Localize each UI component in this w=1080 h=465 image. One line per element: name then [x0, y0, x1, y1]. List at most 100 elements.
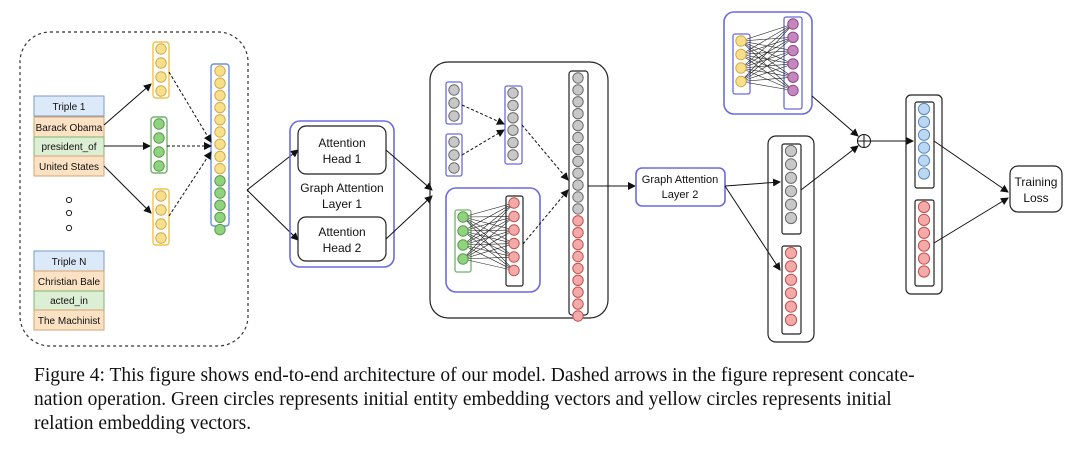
- head-embedding-frame: [152, 41, 170, 99]
- triple-1-head: Barack Obama: [36, 123, 103, 134]
- relation-mesh: [740, 23, 794, 91]
- mesh-line: [462, 202, 515, 232]
- embedding-circle: [784, 313, 798, 327]
- embedding-circle: [784, 185, 798, 198]
- embedding-circle: [572, 191, 584, 203]
- embedding-circle: [448, 84, 460, 96]
- mesh-line: [740, 76, 794, 82]
- triple-n-relation: acted_in: [50, 296, 88, 307]
- embedding-circle: [787, 71, 799, 83]
- embedding-circle: [572, 96, 584, 108]
- concat-arrow: [168, 71, 212, 143]
- embedding-circle: [153, 146, 165, 158]
- embedding-circle: [508, 224, 520, 236]
- embedding-circle: [572, 310, 584, 322]
- embedding-circle: [214, 89, 226, 102]
- embedding-circle: [508, 237, 520, 250]
- triple-1-header: Triple 1: [53, 102, 86, 113]
- embedding-circle: [214, 211, 226, 224]
- embedding-circle: [787, 84, 799, 97]
- figure-caption: Figure 4: This figure shows end-to-end a…: [34, 364, 1054, 436]
- embedding-circle: [448, 136, 460, 148]
- embedding-circle: [508, 251, 520, 263]
- attention-network-frame: [445, 187, 541, 293]
- mesh-line: [740, 23, 794, 55]
- embedding-circle: [735, 75, 747, 88]
- embedding-circle: [735, 35, 747, 47]
- attention-head-2-line2: Head 2: [323, 241, 362, 255]
- embedding-circle: [155, 218, 167, 230]
- embedding-circle: [784, 287, 798, 300]
- mesh-line: [740, 23, 794, 42]
- triple-n-tail-cell: [33, 309, 105, 331]
- embedding-circle: [507, 87, 519, 99]
- entity-vector-frame: [454, 209, 472, 273]
- gat-layer-1-title-line2: Layer 1: [322, 197, 362, 211]
- triple-1-tail: United States: [39, 162, 99, 173]
- embedding-circle: [572, 203, 584, 215]
- embedding-circle: [448, 97, 460, 109]
- layer-2-output-frame: [767, 135, 815, 343]
- embedding-circle: [448, 110, 460, 122]
- relation-input-frame: [732, 33, 751, 95]
- embedding-circle: [155, 71, 167, 83]
- embedding-circle: [917, 200, 931, 214]
- attention-mesh: [462, 202, 515, 271]
- embedding-circle: [784, 273, 798, 286]
- embedding-circle: [784, 246, 798, 260]
- embedding-circle: [214, 175, 226, 187]
- embedding-circle: [917, 239, 931, 252]
- mesh-line: [740, 23, 794, 69]
- embedding-circle: [153, 160, 165, 172]
- embedding-circle: [572, 215, 584, 227]
- embedding-circle: [507, 99, 519, 112]
- mesh-line: [462, 258, 515, 271]
- triple-n-table: Triple N Christian Bale acted_in The Mac…: [33, 250, 105, 331]
- embedding-circle: [214, 187, 226, 199]
- concat-arrow: [168, 151, 212, 217]
- embedding-circle: [572, 238, 584, 251]
- embedding-circle: [214, 126, 226, 138]
- embedding-circle: [917, 226, 931, 239]
- arrow: [811, 95, 859, 137]
- arrow: [933, 140, 1009, 193]
- embedding-circle: [787, 18, 799, 30]
- training-loss-line1: Training: [1015, 175, 1058, 189]
- embedding-circle: [917, 167, 931, 180]
- embedding-circle: [155, 85, 167, 97]
- mesh-line: [462, 202, 515, 218]
- concat-arrow: [461, 129, 505, 156]
- embedding-circle: [214, 199, 226, 211]
- gat-layer-2-line1: Graph Attention: [642, 174, 718, 186]
- arrow: [385, 195, 433, 240]
- embedding-circle: [784, 158, 798, 171]
- embedding-circle: [572, 167, 584, 179]
- embedding-circle: [784, 198, 798, 211]
- embedding-circle: [917, 102, 931, 116]
- concat-arrow: [521, 124, 569, 181]
- relation-transform-frame: [723, 11, 813, 115]
- red-output-frame: [781, 245, 802, 335]
- embedding-circle: [784, 211, 798, 225]
- layer-1-output-frame: [429, 61, 609, 319]
- embedding-circle: [917, 115, 931, 129]
- embedding-circle: [508, 210, 520, 223]
- attention-head-1-box: [297, 125, 387, 175]
- final-relation-frame: [914, 101, 935, 189]
- arrow: [103, 165, 152, 214]
- gray-output-frame: [781, 143, 802, 235]
- mesh-line: [462, 229, 515, 260]
- embedding-circle: [735, 48, 747, 61]
- arrow: [103, 83, 152, 126]
- embedding-circle: [155, 57, 167, 69]
- embedding-circle: [572, 250, 584, 263]
- embedding-circle: [155, 204, 167, 216]
- embedding-circle: [787, 31, 799, 43]
- attention-head-1-line1: Attention: [318, 136, 365, 150]
- mesh-line: [740, 37, 794, 82]
- architecture-diagram: Triple 1 Barack Obama president_of Unite…: [19, 11, 1063, 347]
- triple-1-header-cell: [33, 95, 105, 117]
- embedding-circle: [507, 124, 519, 136]
- caption-line-3: relation embedding vectors.: [34, 413, 252, 434]
- embedding-circle: [787, 44, 799, 57]
